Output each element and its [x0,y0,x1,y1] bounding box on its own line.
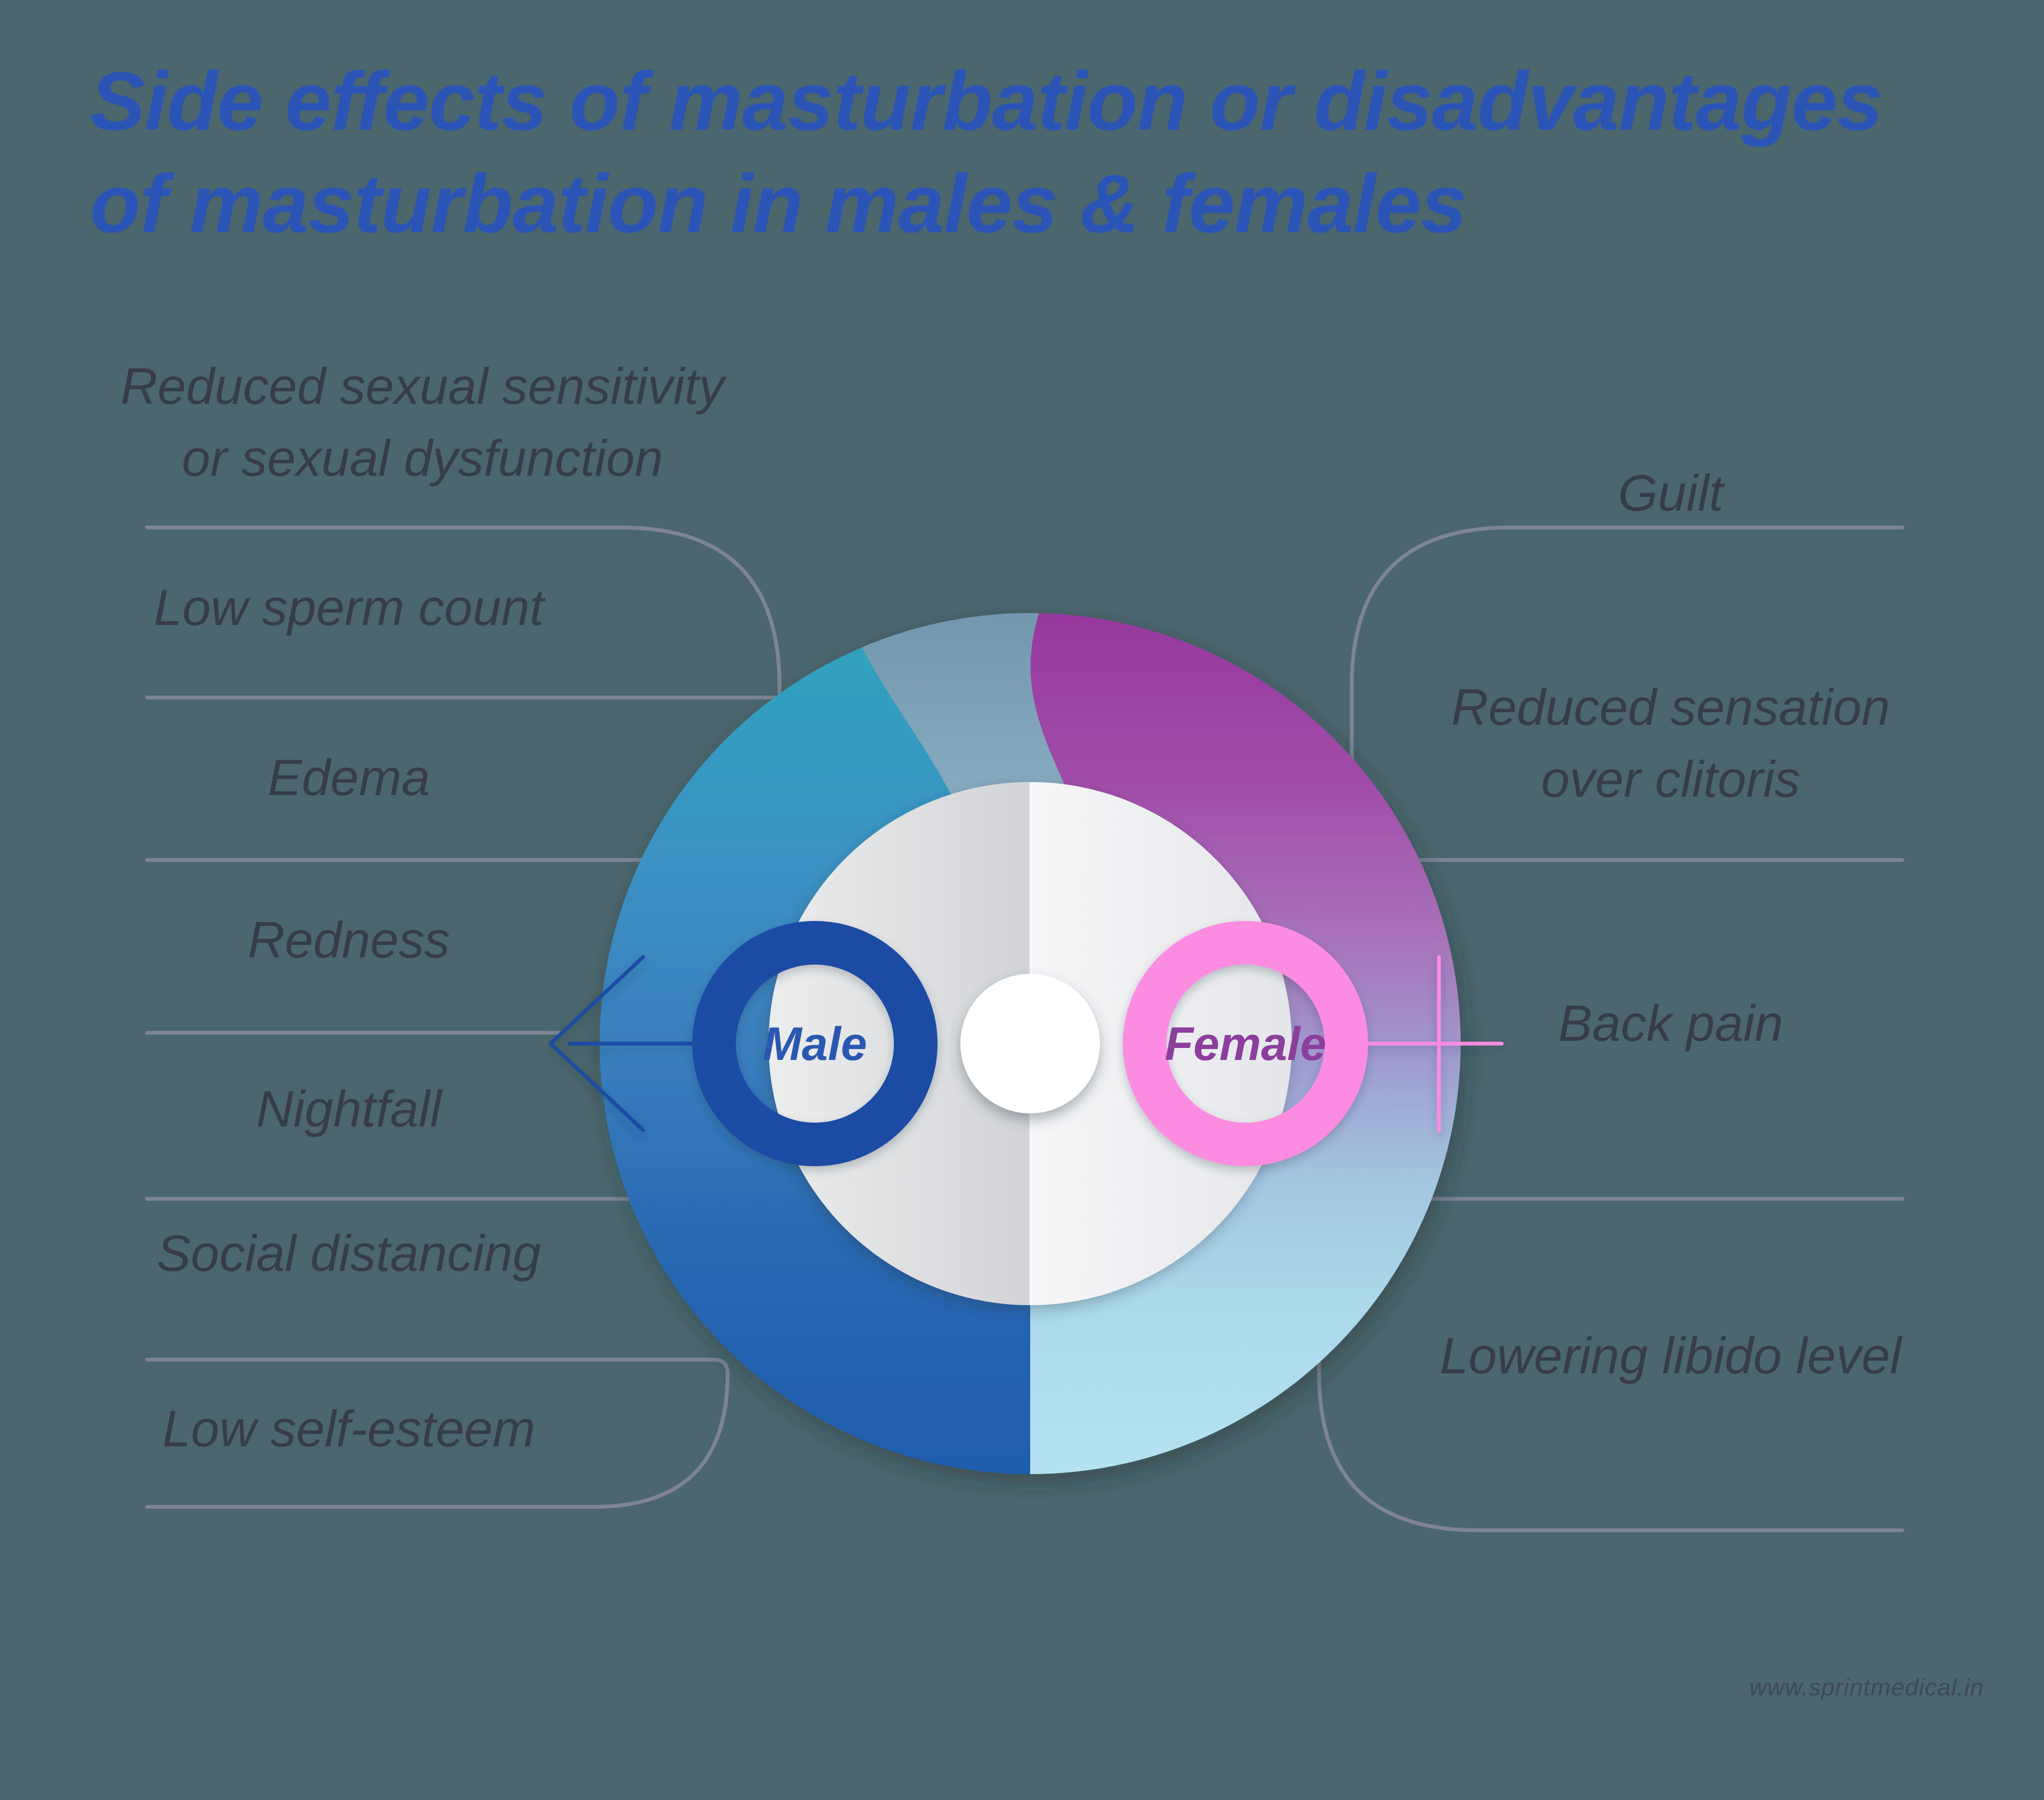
male-symbol-icon [548,921,938,1166]
left-item-reduced-sensitivity: Reduced sexual sensitivity or sexual dys… [120,357,724,487]
page-title: Side effects of masturbation or disadvan… [90,50,1987,255]
connector-line [145,1357,730,1509]
left-item-nightfall: Nightfall [256,1080,442,1137]
left-item-edema: Edema [268,749,430,806]
female-ring [1123,921,1368,1166]
female-half-ring [1030,613,1461,1474]
slate-wedge [862,613,1065,797]
watermark-url: www.sprintmedical.in [1749,1674,1984,1701]
female-ring-label: Female [1165,1018,1326,1070]
left-item-redness: Redness [247,911,450,968]
male-ring [692,921,938,1166]
center-circle [960,974,1100,1113]
female-symbol-icon [1123,921,1504,1166]
right-item-guilt: Guilt [1618,464,1724,522]
connector-line [1350,525,1904,862]
male-half-ring [600,613,1030,1474]
left-connector-lines [145,525,782,1509]
right-item-back-pain: Back pain [1558,995,1783,1052]
gender-donut [600,613,1461,1474]
page-title-line2: of masturbation in males & females [90,157,1467,250]
connector-line [145,525,782,700]
left-item-low-sperm-count: Low sperm count [154,579,544,636]
male-ring-label: Male [763,1018,867,1070]
male-arrow-chevron [548,955,645,1132]
left-item-social-distancing: Social distancing [156,1225,541,1282]
left-item-low-self-esteem: Low self-esteem [162,1400,536,1457]
right-item-lowering-libido: Lowering libido level [1440,1327,1902,1384]
right-item-reduced-sensation: Reduced sensation over clitoris [1451,678,1890,808]
page-title-line1: Side effects of masturbation or disadvan… [90,55,1883,148]
